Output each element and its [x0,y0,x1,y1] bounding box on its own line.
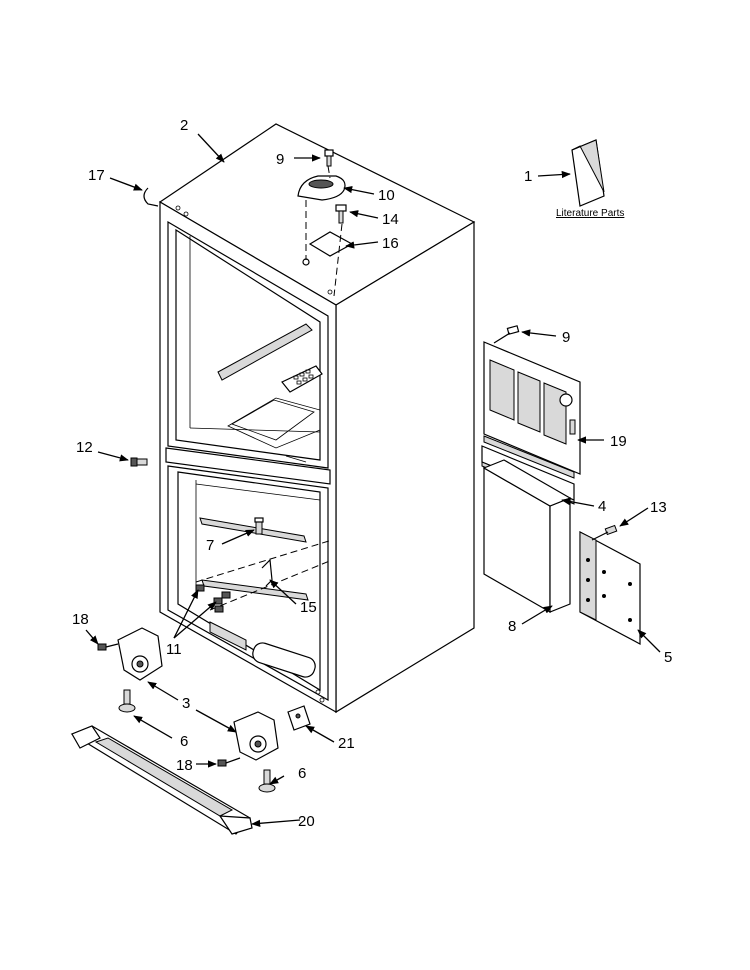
callout-20: 20 [298,813,315,830]
hinge-screw-14 [335,204,347,224]
callout-7: 7 [206,537,214,554]
part-17-clip [143,187,159,207]
callout-15: 15 [300,599,317,616]
roller-left-3 [117,627,163,681]
callout-6-left: 6 [180,733,188,750]
callout-11: 11 [166,641,182,658]
callout-2: 2 [180,117,188,134]
cabinet-assembly [158,123,476,714]
hinge-cover-10 [297,175,346,201]
control-buttons [293,369,314,385]
callout-5: 5 [664,649,672,666]
screws-11 [195,584,231,613]
leveling-leg-6-right [258,769,276,793]
part-15 [261,558,273,587]
callout-9-top: 9 [276,151,284,168]
grille-19 [483,325,581,479]
callout-1: 1 [524,168,532,185]
literature-parts-caption: Literature Parts [556,208,624,219]
callout-6-right: 6 [298,765,306,782]
callout-13: 13 [650,499,667,516]
bracket-21 [287,705,311,731]
leveling-leg-6-left [118,689,136,713]
callout-16: 16 [382,235,399,252]
callout-14: 14 [382,211,399,228]
screw-18-left [97,643,119,651]
callout-12: 12 [76,439,93,456]
panel-5 [579,531,641,645]
callout-19: 19 [610,433,627,450]
callout-9-grille: 9 [562,329,570,346]
roller-right-3 [233,711,279,761]
screw-9-grille [493,325,520,344]
callout-18-right: 18 [176,757,193,774]
screw-12 [130,457,148,467]
callout-10: 10 [378,187,395,204]
callout-17: 17 [88,167,105,184]
top-hinge-group [297,149,354,297]
part-7 [254,517,264,535]
callout-labels: 1 2 3 4 5 6 6 7 8 9 9 10 11 12 13 14 15 … [72,117,672,830]
literature-binder-1 [571,139,605,207]
callout-21: 21 [338,735,355,752]
callout-8: 8 [508,618,516,635]
callout-3: 3 [182,695,190,712]
panel-8 [482,459,572,614]
kickplate-20 [70,725,253,835]
callout-4: 4 [598,498,606,515]
screw-18-right [217,757,241,767]
leader-arrows [85,133,661,827]
screw-13 [591,524,618,541]
hinge-screw-9-top [324,149,334,167]
callout-18-left: 18 [72,611,89,628]
